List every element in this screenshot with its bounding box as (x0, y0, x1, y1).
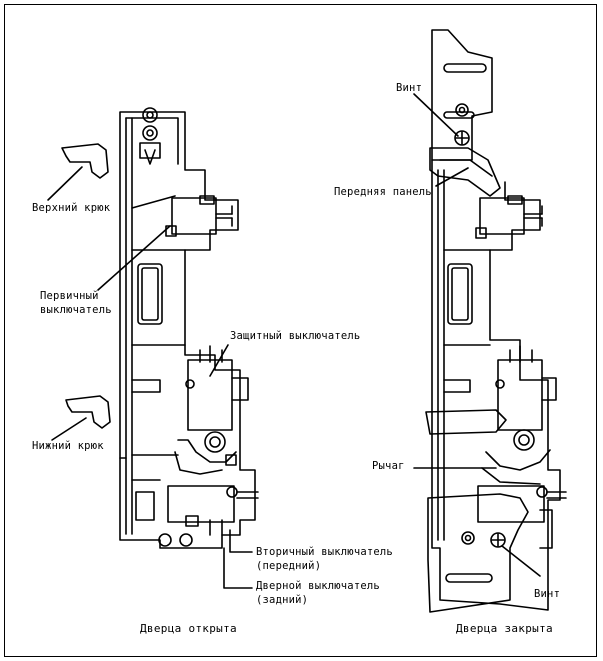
lever-shape (425, 409, 507, 435)
front-panel-shape (429, 147, 501, 197)
label-secondary-switch-line1: Вторичный выключатель (256, 546, 393, 558)
left-assembly-door-open (119, 107, 259, 549)
label-door-switch-line1: Дверной выключатель (256, 580, 380, 592)
label-primary-switch-line1: Первичный (40, 290, 99, 302)
label-front-panel: Передняя панель (334, 186, 432, 198)
primary-switch-body (171, 197, 217, 235)
right-assembly-door-closed (425, 29, 567, 613)
lower-hook-shape (65, 395, 111, 429)
label-screw-bottom: Винт (534, 588, 561, 600)
caption-door-open: Дверца открыта (140, 622, 237, 635)
label-lower-hook: Нижний крюк (32, 440, 104, 452)
label-screw-top: Винт (396, 82, 423, 94)
label-upper-hook: Верхний крюк (32, 202, 111, 214)
caption-door-closed: Дверца закрыта (456, 622, 553, 635)
label-protective-switch: Защитный выключатель (230, 330, 361, 342)
label-lever: Рычаг (372, 460, 405, 472)
label-secondary-switch-line2: (передний) (256, 560, 322, 572)
label-primary-switch-line2: выключатель (40, 304, 112, 316)
figure-border (4, 4, 597, 657)
secondary-switch-body (167, 485, 235, 523)
upper-hook-shape (61, 143, 109, 179)
label-door-switch-line2: (задний) (256, 594, 309, 606)
left-frame-outline (119, 111, 256, 549)
